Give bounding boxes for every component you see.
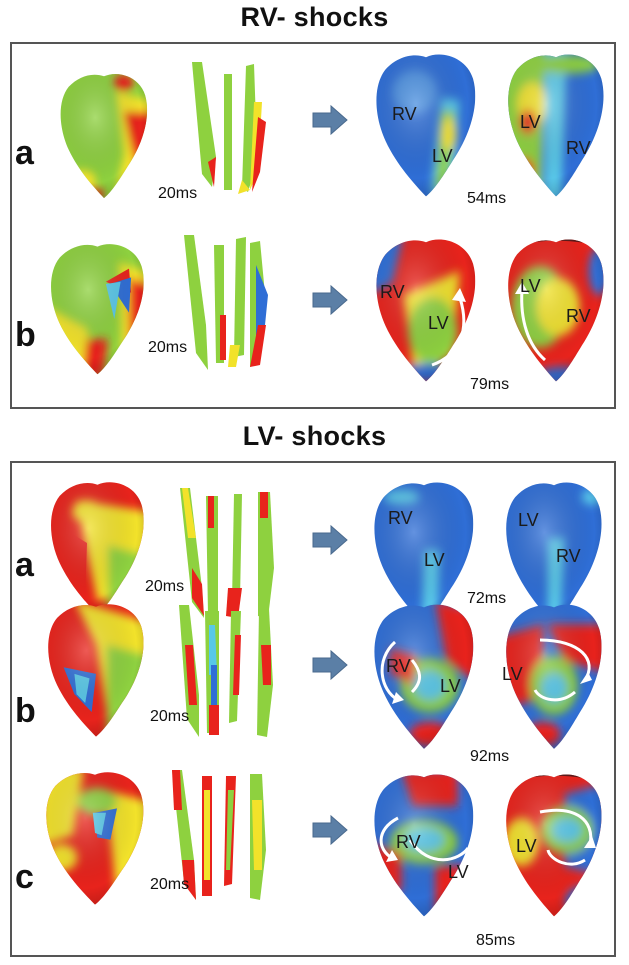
lv-c-epicardial-heart (46, 772, 144, 905)
lv-a-label-rv-back: RV (556, 546, 581, 566)
rv-a-time-left: 20ms (158, 185, 198, 202)
rv-b-heart-back (508, 239, 604, 382)
lv-c-label-lv-back: LV (516, 836, 537, 856)
lv-a-label-lv-front: LV (424, 550, 445, 570)
lv-a-epicardial-heart (51, 482, 144, 615)
rv-a-label-lv-back: LV (520, 112, 541, 132)
rv-b-time-left: 20ms (148, 339, 188, 356)
lv-a-label-rv-front: RV (388, 508, 413, 528)
rv-a-label-rv-front: RV (392, 104, 417, 124)
rv-a-label-lv-front: LV (432, 146, 453, 166)
lv-a-cross-section (180, 488, 274, 618)
lv-c-label-lv-front: LV (448, 862, 469, 882)
lv-b-arrow-icon (312, 650, 348, 680)
lv-a-arrow-icon (312, 525, 348, 555)
rv-b-label-rv-front: RV (380, 282, 405, 302)
lv-c-cross-section (172, 770, 266, 900)
lv-c-reentry-arrow-icon (379, 816, 399, 860)
lv-a-heart-back (506, 482, 602, 625)
lv-c-arrow-icon (312, 815, 348, 845)
lv-b-time-right: 92ms (470, 748, 510, 765)
lv-b-epicardial-heart (48, 604, 144, 737)
rv-b-label-lv-front: LV (428, 313, 449, 333)
lv-b-cross-section (179, 605, 273, 737)
rv-b-cross-section (184, 235, 268, 370)
rv-a-label-rv-back: RV (566, 138, 591, 158)
rv-b-epicardial-heart (51, 244, 144, 375)
lv-c-time-left: 20ms (150, 876, 190, 893)
lv-c-time-right: 85ms (476, 932, 516, 949)
lv-row-c-letter: c (15, 858, 34, 896)
rv-row-b-letter: b (15, 316, 36, 354)
rv-b-heart-front (376, 239, 476, 382)
rv-b-label-rv-back: RV (566, 306, 591, 326)
lv-a-time-left: 20ms (145, 578, 185, 595)
rv-b-label-lv-back: LV (520, 276, 541, 296)
rv-b-time-right: 79ms (470, 376, 510, 393)
lv-row-a-letter: a (15, 546, 34, 584)
rv-shocks-panel (10, 42, 616, 409)
lv-b-reentry-arrow-icon (380, 640, 399, 702)
rv-a-heart-front (376, 54, 476, 197)
lv-shocks-title: LV- shocks (242, 421, 387, 451)
rv-row-a-letter: a (15, 134, 34, 172)
lv-b-label-lv-front: LV (440, 676, 461, 696)
lv-row-b-letter: b (15, 692, 36, 730)
rv-a-epicardial-heart (60, 73, 148, 199)
lv-a-time-right: 72ms (467, 590, 507, 607)
lv-a-label-lv-back: LV (518, 510, 539, 530)
lv-b-label-rv-front: RV (386, 656, 411, 676)
rv-shocks-title: RV- shocks (240, 2, 389, 32)
rv-a-cross-section (192, 62, 266, 194)
rv-b-arrow-icon (312, 285, 348, 315)
lv-c-heart-front (374, 774, 474, 917)
lv-c-reentry-arrow-back-icon (539, 808, 593, 846)
rv-b-wavefront-arrow-back-icon (520, 289, 547, 362)
rv-b-wavefront-arrow-icon (431, 297, 466, 367)
lv-c-label-rv-front: RV (396, 832, 421, 852)
rv-a-time-right: 54ms (467, 190, 507, 207)
lv-b-heart-front (374, 604, 474, 749)
lv-b-time-left: 20ms (150, 708, 190, 725)
lv-b-label-lv-back: LV (502, 664, 523, 684)
rv-a-arrow-icon (312, 105, 348, 135)
rv-a-heart-back (508, 54, 604, 197)
lv-shocks-panel (10, 461, 616, 957)
